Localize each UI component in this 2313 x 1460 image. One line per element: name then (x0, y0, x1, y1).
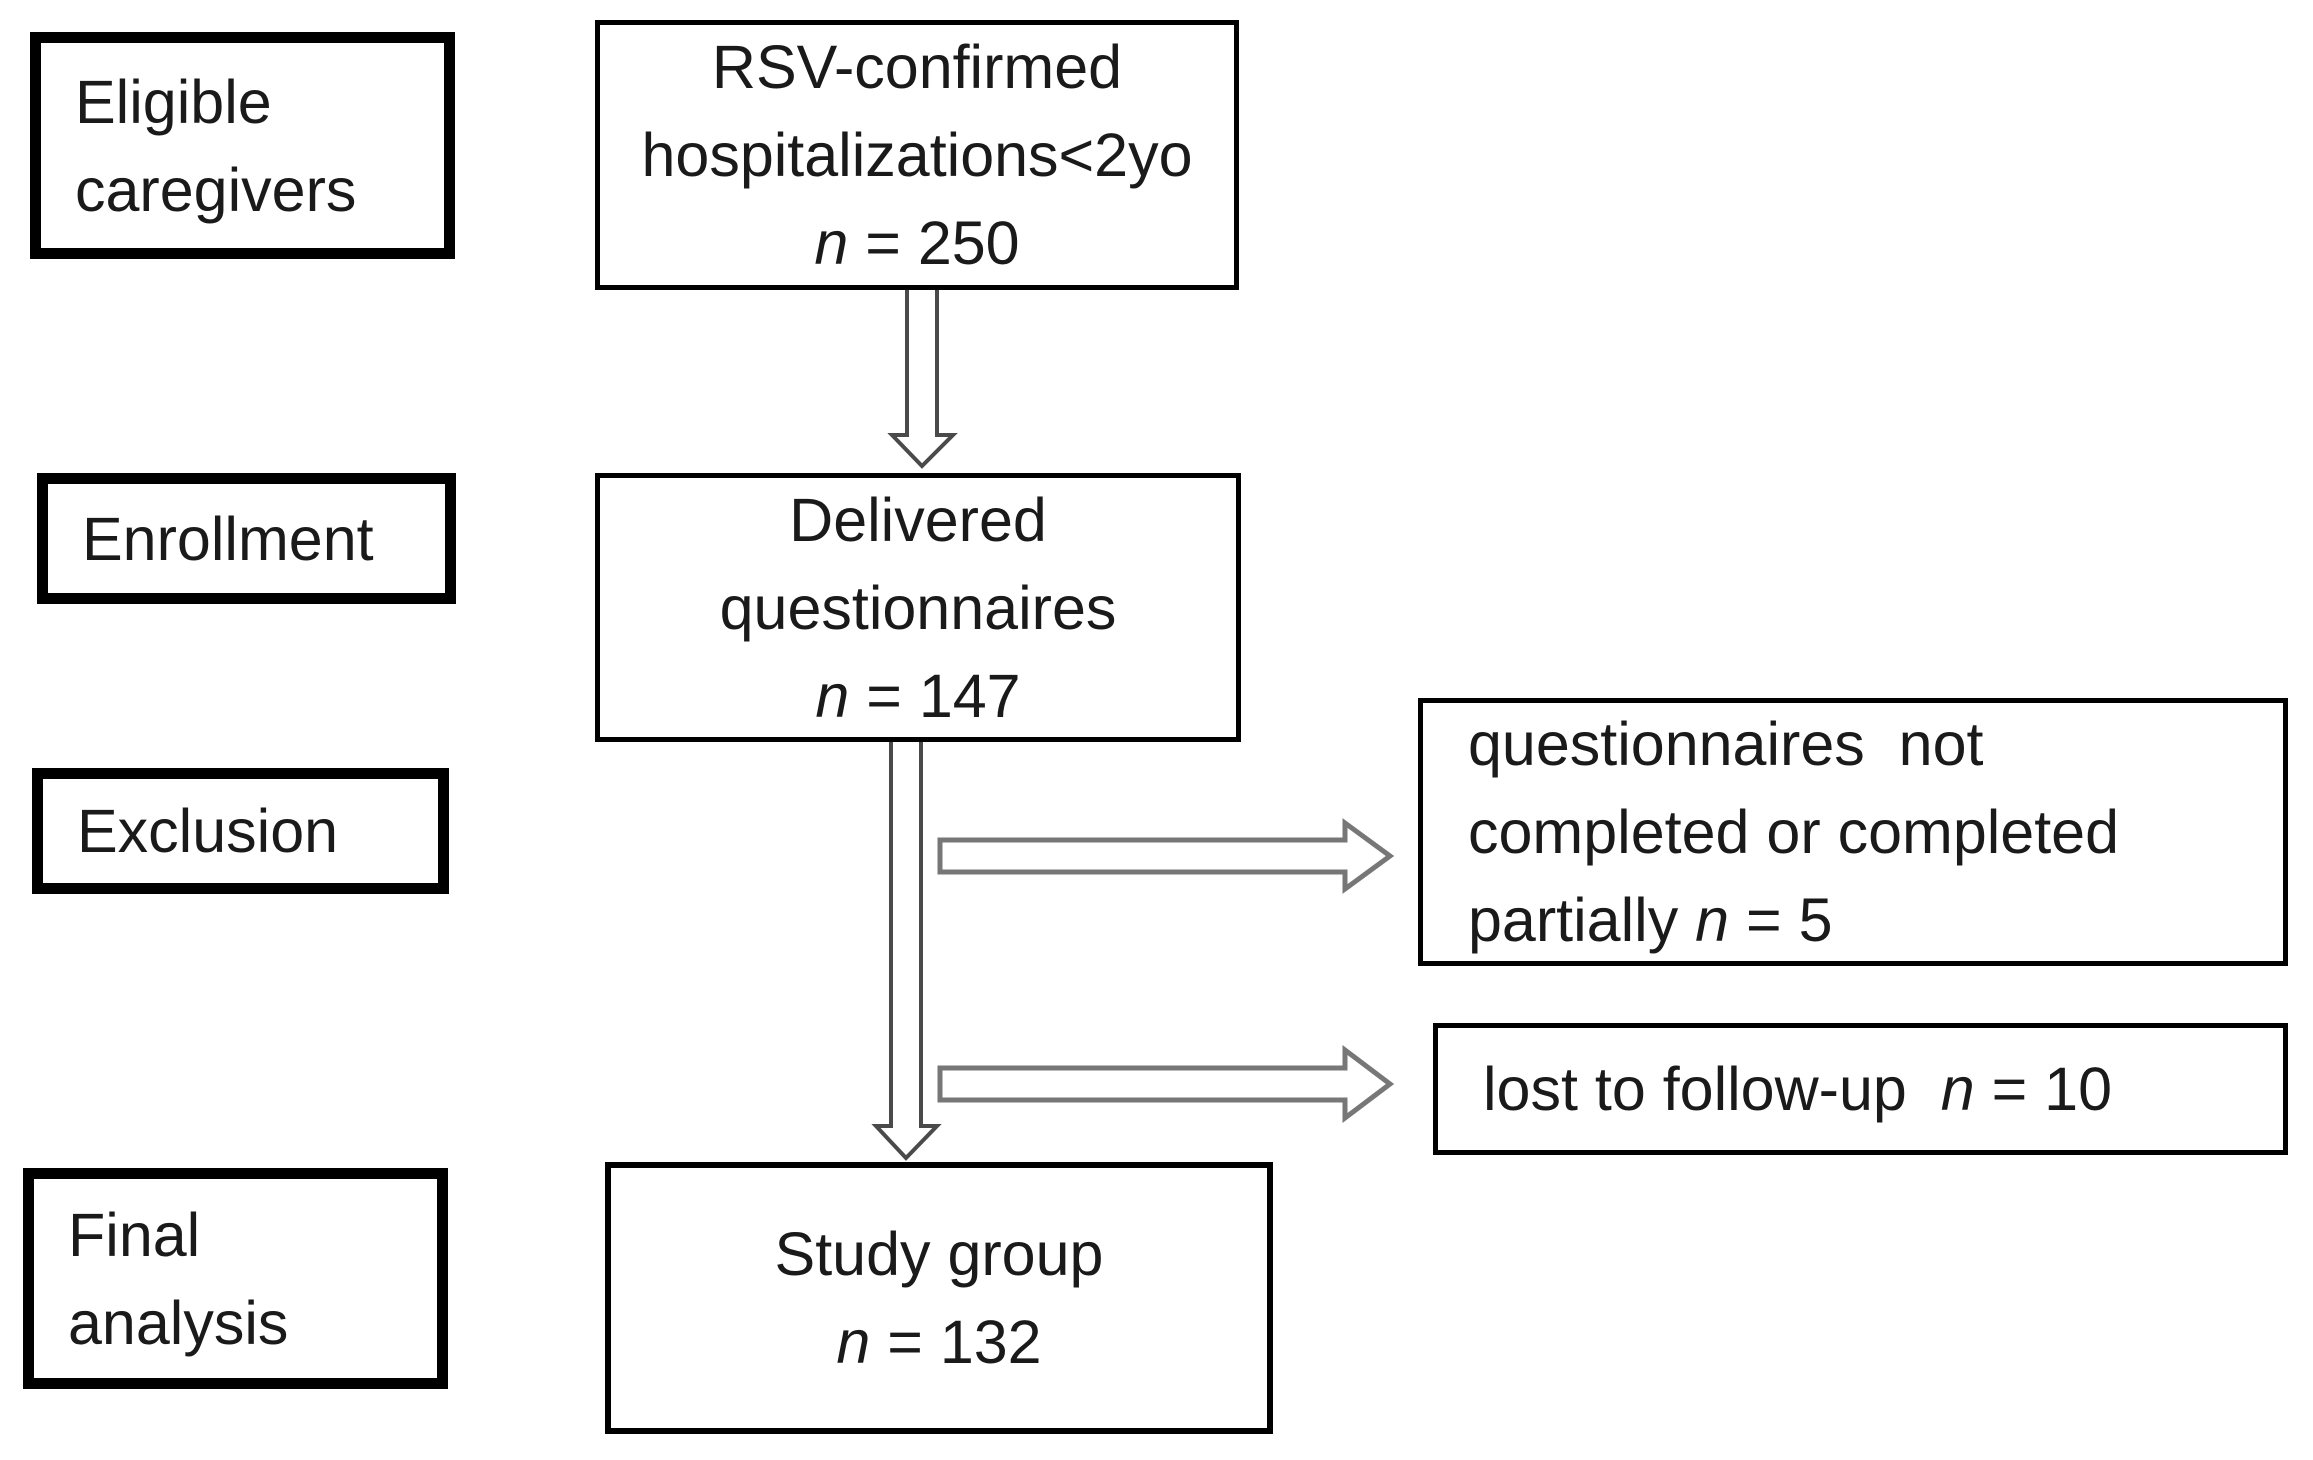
stage-label-enrollment: Enrollment (37, 473, 456, 604)
flow-box-line: Delivered (789, 485, 1047, 554)
flow-box-delivered-questionnaires: Delivered questionnaires n = 147 (595, 473, 1241, 742)
flow-box-study-group: Study group n = 132 (605, 1162, 1273, 1434)
flow-box-line: Study group (774, 1220, 1104, 1288)
exclusion-box-line-pre: partially (1468, 886, 1696, 954)
stage-label-line: analysis (68, 1288, 289, 1357)
stage-label-line: Enrollment (82, 504, 374, 573)
n-count-value: = 250 (848, 209, 1020, 277)
right-arrow-to-lost-followup (937, 1044, 1395, 1124)
n-count-value: = 5 (1729, 886, 1833, 954)
n-count-value: = 132 (870, 1308, 1042, 1376)
flow-box-line: hospitalizations<2yo (641, 121, 1193, 189)
exclusion-box-n-count: partially n = 5 (1468, 876, 1833, 964)
stage-label-line: Final (68, 1200, 201, 1269)
exclusion-box-line: questionnaires not (1468, 710, 1984, 778)
down-arrow-rsv-to-delivered (887, 290, 958, 469)
n-symbol: n (815, 661, 850, 730)
exclusion-box-line: completed or completed (1468, 798, 2120, 866)
flow-box-n-count: n = 132 (836, 1298, 1041, 1386)
stage-label-line: Exclusion (77, 797, 339, 865)
flow-box-n-count: n = 147 (815, 652, 1020, 740)
n-symbol: n (1940, 1055, 1975, 1123)
n-symbol: n (836, 1308, 871, 1376)
stage-label-line: Eligible (75, 67, 272, 136)
n-symbol: n (814, 209, 849, 277)
flow-box-line: questionnaires (719, 573, 1117, 642)
flow-box-rsv-confirmed-hospitalizations: RSV-confirmed hospitalizations<2yo n = 2… (595, 20, 1239, 290)
stage-label-eligible-caregivers: Eligible caregivers (30, 32, 455, 259)
n-count-value: = 10 (1974, 1055, 2113, 1123)
flow-box-n-count: n = 250 (814, 199, 1019, 287)
exclusion-box-line-pre: lost to follow-up (1483, 1055, 1941, 1123)
exclusion-box-lost-to-followup: lost to follow-up n = 10 (1433, 1023, 2288, 1155)
stage-label-line: caregivers (75, 155, 357, 224)
right-arrow-to-not-completed (937, 818, 1395, 894)
exclusion-box-questionnaires-not-completed: questionnaires not completed or complete… (1418, 698, 2288, 966)
n-symbol: n (1695, 886, 1730, 954)
n-count-value: = 147 (849, 661, 1021, 730)
exclusion-box-n-count: lost to follow-up n = 10 (1483, 1045, 2112, 1133)
flow-box-line: RSV-confirmed (711, 33, 1123, 101)
stage-label-final-analysis: Final analysis (23, 1168, 448, 1389)
stage-label-exclusion: Exclusion (32, 768, 449, 894)
down-arrow-delivered-to-study (871, 742, 942, 1161)
